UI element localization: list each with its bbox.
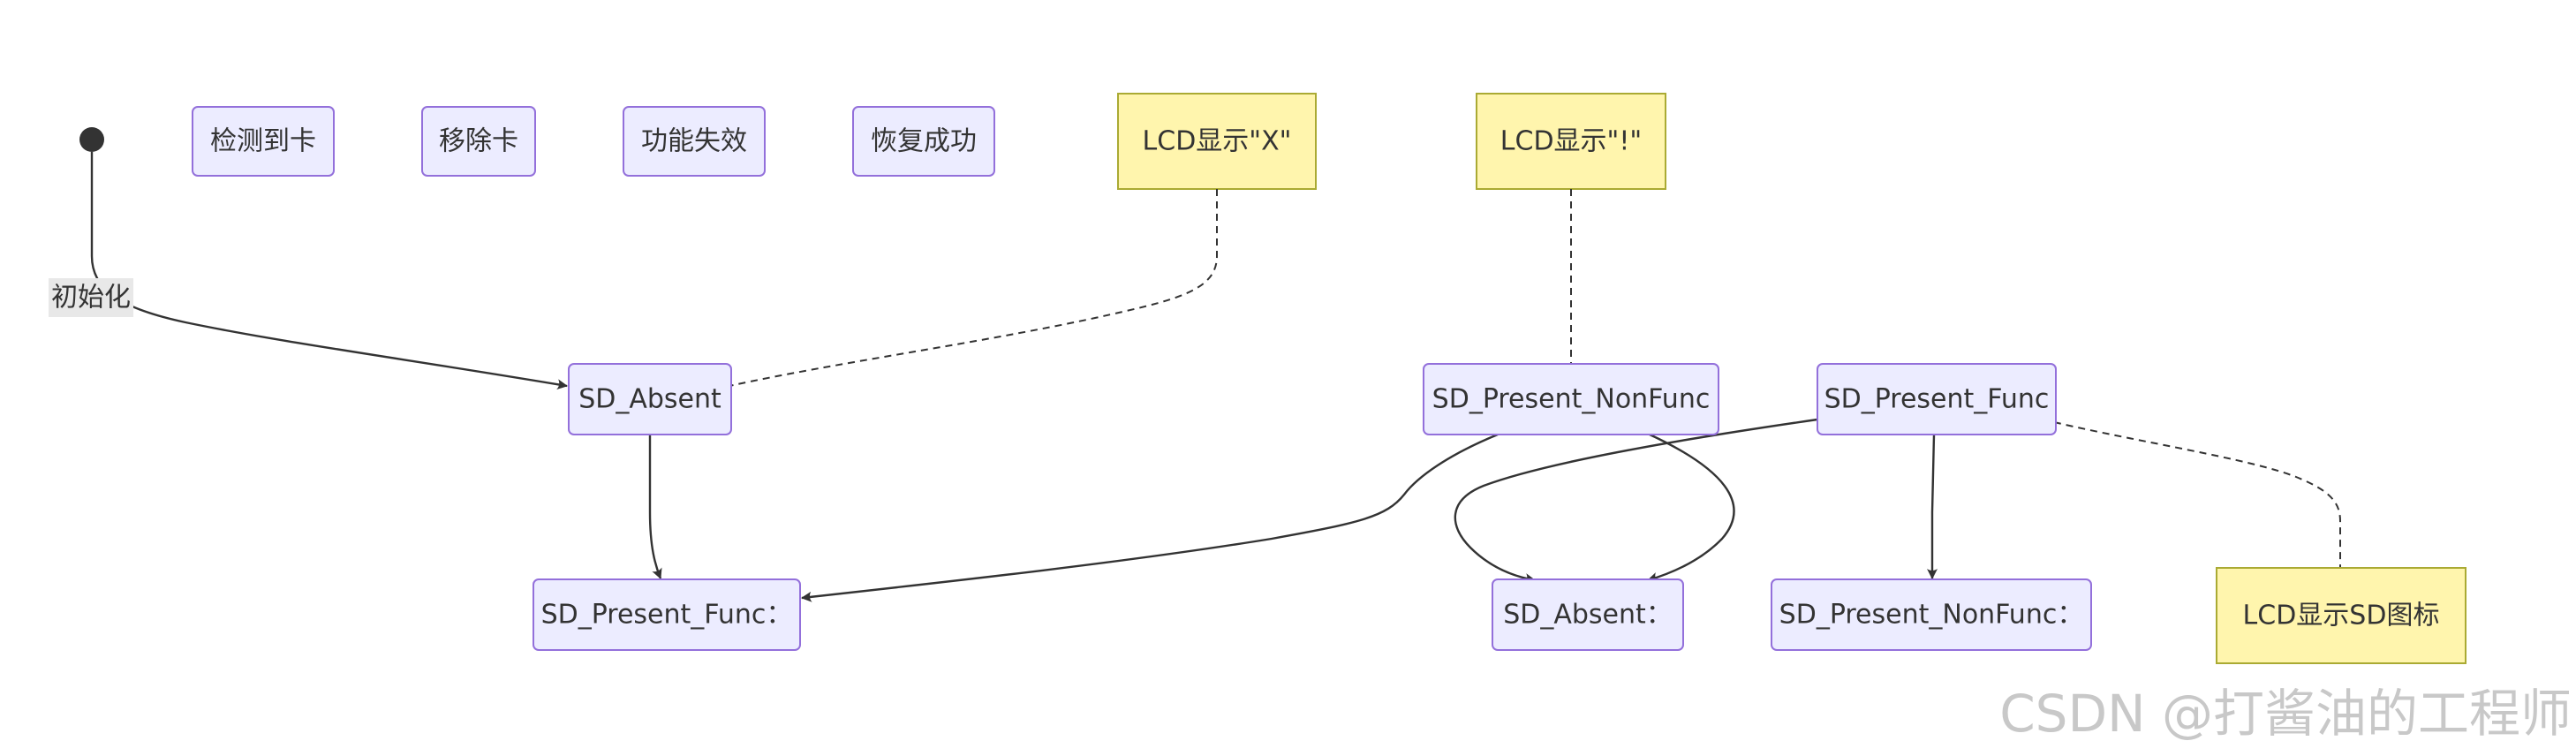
note-label: LCD显示SD图标: [2243, 601, 2440, 631]
state-label: SD_Present_NonFunc: [1432, 384, 1711, 415]
legend-state-function-failed[interactable]: 功能失效: [623, 106, 766, 177]
note-lcd-sd-icon[interactable]: LCD显示SD图标: [2216, 567, 2466, 664]
legend-state-remove-card[interactable]: 移除卡: [421, 106, 536, 177]
state-sd-present-nonfunc[interactable]: SD_Present_NonFunc: [1423, 363, 1719, 435]
note-lcd-bang[interactable]: LCD显示"!": [1476, 93, 1666, 190]
edge-label-bg: [49, 278, 133, 317]
edge-nonfunc-to-absent-right: [1647, 433, 1735, 583]
edge-func-to-nonfunc: [1927, 434, 1938, 579]
start-node: [79, 127, 104, 152]
note-link-lcd-x: [729, 189, 1218, 387]
state-sd-absent[interactable]: SD_Absent: [568, 363, 732, 435]
note-lcd-x[interactable]: LCD显示"X": [1117, 93, 1317, 190]
edge-init: [90, 152, 568, 390]
state-sd-present-func-colon[interactable]: SD_Present_Func：: [533, 578, 801, 651]
note-link-lcd-sd-icon: [2053, 421, 2341, 571]
state-label: SD_Present_NonFunc：: [1779, 600, 2084, 631]
state-sd-present-nonfunc-colon[interactable]: SD_Present_NonFunc：: [1771, 578, 2092, 651]
state-sd-absent-colon[interactable]: SD_Absent：: [1492, 578, 1684, 651]
legend-state-detect-card[interactable]: 检测到卡: [192, 106, 335, 177]
legend-state-label: 功能失效: [641, 126, 747, 157]
watermark: CSDN @打酱油的工程师: [1999, 684, 2572, 744]
legend-state-label: 恢复成功: [871, 126, 977, 157]
edge-func-to-absent-left: [1454, 418, 1818, 584]
legend-state-label: 检测到卡: [210, 126, 316, 157]
legend-state-label: 移除卡: [439, 126, 518, 157]
state-label: SD_Present_Func: [1824, 384, 2050, 415]
state-label: SD_Absent：: [1503, 600, 1673, 631]
edge-label-init: 初始化: [51, 283, 131, 314]
state-label: SD_Absent: [578, 384, 721, 415]
legend-state-recovered[interactable]: 恢复成功: [852, 106, 995, 177]
state-sd-present-func[interactable]: SD_Present_Func: [1817, 363, 2057, 435]
edge-nonfunc-to-func: [801, 433, 1499, 602]
state-label: SD_Present_Func：: [541, 600, 793, 631]
note-label: LCD显示"!": [1500, 126, 1642, 157]
edge-absent-to-func: [648, 433, 662, 579]
note-label: LCD显示"X": [1143, 126, 1292, 157]
